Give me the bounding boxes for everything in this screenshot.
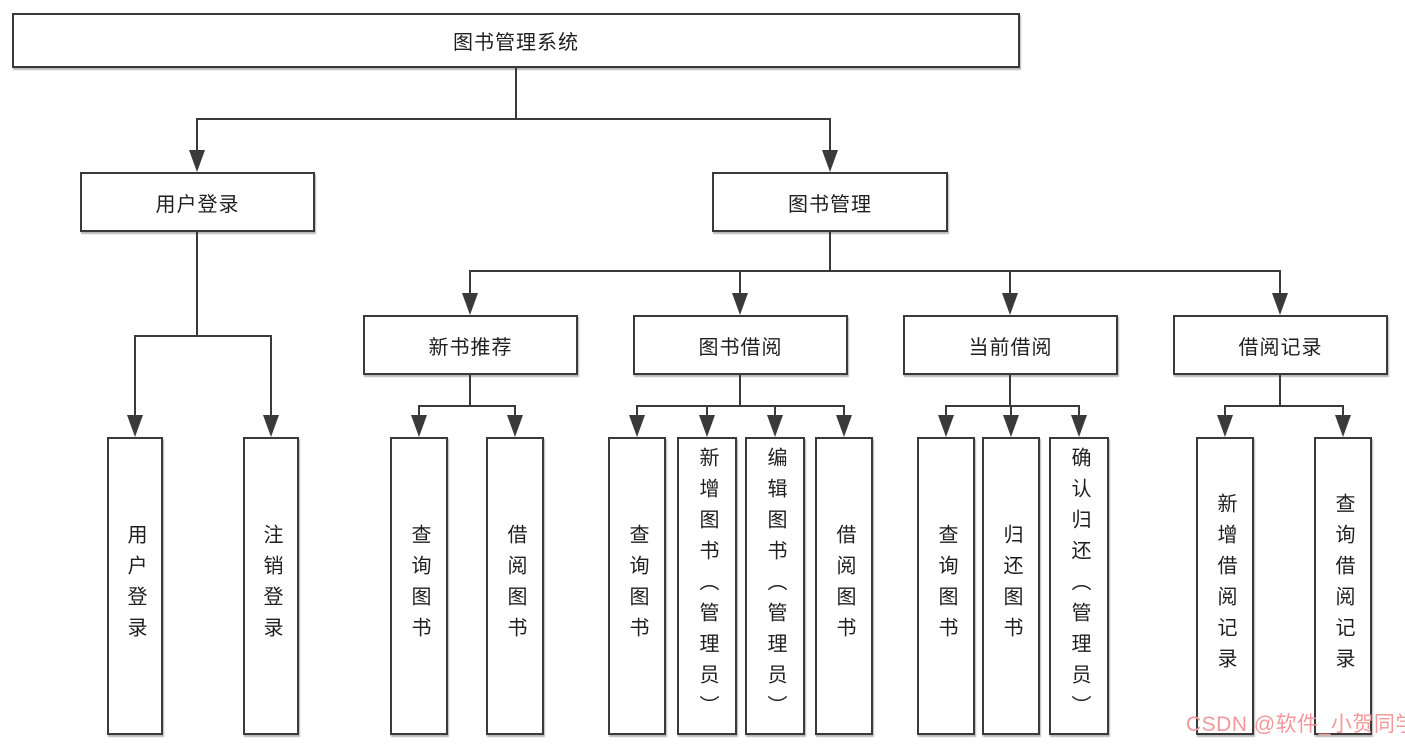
arrowhead-down-icon <box>822 150 838 172</box>
connector-drop <box>469 270 471 297</box>
connector-group-hline <box>637 405 845 407</box>
arrowhead-down-icon <box>1335 415 1351 437</box>
connector-group-stem <box>1279 375 1281 405</box>
connector-group-hline <box>946 405 1080 407</box>
leaf-label: 借阅图书 <box>833 524 855 648</box>
node-current-borrowing: 当前借阅 <box>903 315 1118 375</box>
leaf-user-login: 用户登录 <box>107 437 163 735</box>
node-book-borrowing: 图书借阅 <box>633 315 848 375</box>
leaf-label: 查询图书 <box>626 524 648 648</box>
connector-book-hline <box>470 270 1281 272</box>
arrowhead-down-icon <box>767 415 783 437</box>
connector-group-stem <box>1009 375 1011 405</box>
leaf-edit-books-admin: 编辑图书（管理员） <box>745 437 805 735</box>
arrowhead-down-icon <box>629 415 645 437</box>
leaf-label: 新增借阅记录 <box>1214 493 1236 679</box>
connector-drop-book <box>829 118 831 152</box>
leaf-add-borrow-record: 新增借阅记录 <box>1196 437 1254 735</box>
leaf-borrow-books: 借阅图书 <box>486 437 544 735</box>
leaf-label: 查询图书 <box>935 524 957 648</box>
connector-drop <box>1224 405 1226 419</box>
node-user-login: 用户登录 <box>80 172 315 232</box>
connector-root-stem <box>515 68 517 118</box>
connector-group-stem <box>739 375 741 405</box>
node-label: 当前借阅 <box>968 336 1053 359</box>
arrowhead-down-icon <box>411 415 427 437</box>
connector-drop-user <box>196 118 198 152</box>
leaf-return-books: 归还图书 <box>982 437 1040 735</box>
leaf-label: 编辑图书（管理员） <box>764 446 786 726</box>
arrowhead-down-icon <box>836 415 852 437</box>
arrowhead-down-icon <box>462 293 478 315</box>
leaf-label: 注销登录 <box>260 524 282 648</box>
connector-group-stem <box>469 375 471 405</box>
arrowhead-down-icon <box>263 415 279 437</box>
node-label: 图书管理 <box>788 193 872 216</box>
leaf-logout: 注销登录 <box>243 437 299 735</box>
connector-drop <box>1078 405 1080 419</box>
leaf-label: 用户登录 <box>124 524 146 648</box>
node-book-management: 图书管理 <box>712 172 948 232</box>
node-label: 借阅记录 <box>1238 336 1323 359</box>
leaf-query-books: 查询图书 <box>917 437 975 735</box>
arrowhead-down-icon <box>189 150 205 172</box>
connector-drop <box>1342 405 1344 419</box>
leaf-label: 新增图书（管理员） <box>696 446 718 726</box>
connector-drop <box>1009 270 1011 297</box>
node-new-book-recommendation: 新书推荐 <box>363 315 578 375</box>
leaf-borrow-books: 借阅图书 <box>815 437 873 735</box>
arrowhead-down-icon <box>1071 415 1087 437</box>
leaf-label: 查询图书 <box>408 524 430 648</box>
connector-drop <box>514 405 516 419</box>
leaf-label: 借阅图书 <box>504 524 526 648</box>
arrowhead-down-icon <box>938 415 954 437</box>
connector-drop <box>774 405 776 419</box>
connector-drop <box>270 335 272 417</box>
connector-root-hline <box>196 118 831 120</box>
connector-drop <box>1010 405 1012 419</box>
arrowhead-down-icon <box>127 415 143 437</box>
arrowhead-down-icon <box>699 415 715 437</box>
connector-group-hline <box>419 405 516 407</box>
connector-drop <box>739 270 741 297</box>
arrowhead-down-icon <box>1217 415 1233 437</box>
node-label: 图书借阅 <box>698 336 783 359</box>
leaf-query-borrow-record: 查询借阅记录 <box>1314 437 1372 735</box>
leaf-label: 归还图书 <box>1000 524 1022 648</box>
node-label: 用户登录 <box>155 193 240 216</box>
connector-group-hline <box>1225 405 1344 407</box>
connector-user-hline <box>134 335 272 337</box>
leaf-confirm-return-admin: 确认归还（管理员） <box>1049 437 1109 735</box>
node-borrowing-records: 借阅记录 <box>1173 315 1388 375</box>
connector-drop <box>945 405 947 419</box>
node-label: 图书管理系统 <box>453 32 579 54</box>
connector-drop <box>636 405 638 419</box>
node-library-management-system: 图书管理系统 <box>12 13 1020 68</box>
leaf-label: 确认归还（管理员） <box>1068 446 1090 726</box>
leaf-label: 查询借阅记录 <box>1332 493 1354 679</box>
leaf-query-books: 查询图书 <box>390 437 448 735</box>
connector-book-stem <box>829 232 831 270</box>
arrowhead-down-icon <box>507 415 523 437</box>
connector-drop <box>134 335 136 417</box>
connector-user-stem <box>196 232 198 335</box>
arrowhead-down-icon <box>1272 293 1288 315</box>
connector-drop <box>418 405 420 419</box>
connector-drop <box>706 405 708 419</box>
arrowhead-down-icon <box>1003 415 1019 437</box>
leaf-query-books: 查询图书 <box>608 437 666 735</box>
csdn-watermark: CSDN @软件_小贺同学 <box>1186 713 1405 736</box>
connector-drop <box>843 405 845 419</box>
connector-drop <box>1279 270 1281 297</box>
arrowhead-down-icon <box>1002 293 1018 315</box>
arrowhead-down-icon <box>732 293 748 315</box>
node-label: 新书推荐 <box>428 336 513 359</box>
leaf-add-books-admin: 新增图书（管理员） <box>677 437 737 735</box>
